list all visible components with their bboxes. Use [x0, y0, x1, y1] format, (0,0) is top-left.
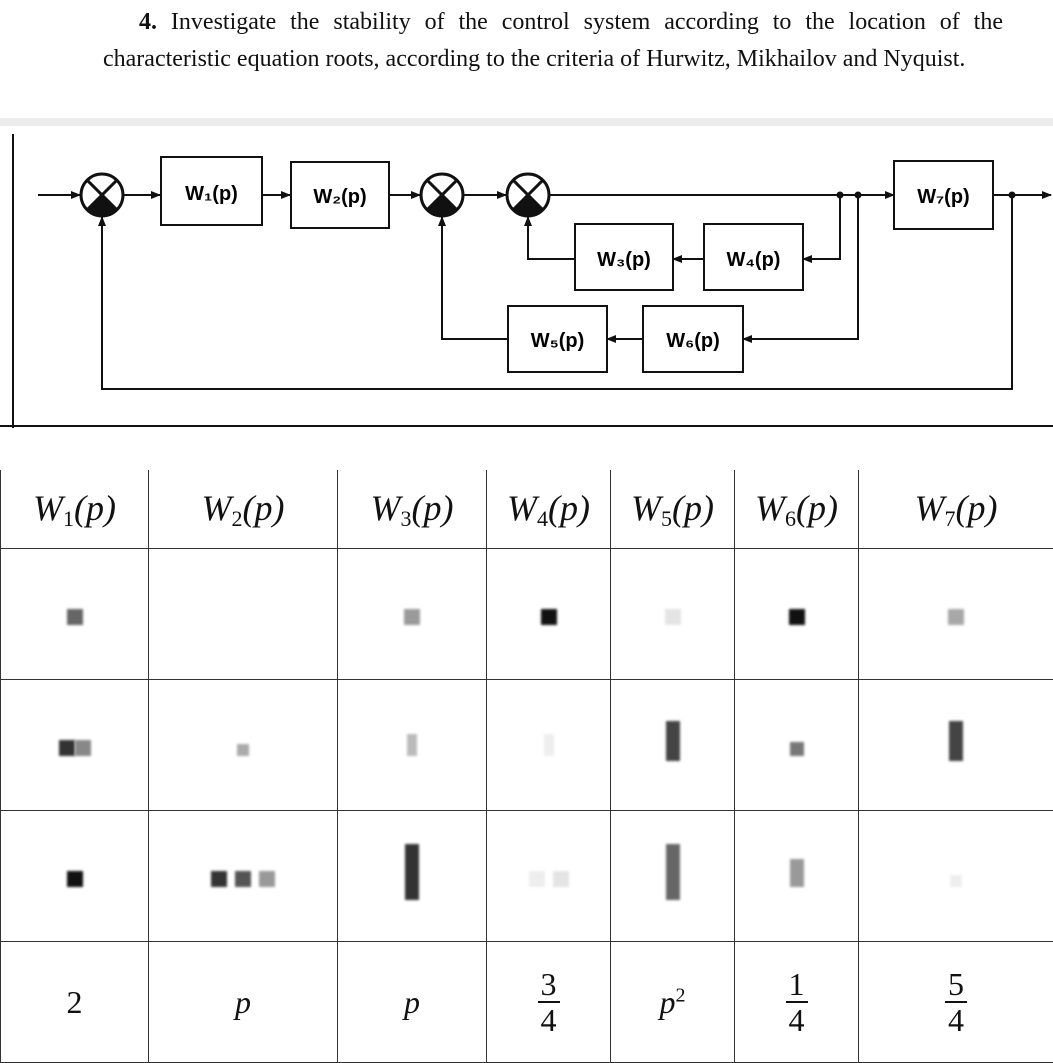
pixelated-cell	[487, 549, 611, 680]
value-w1: 2	[1, 942, 149, 1063]
block-w5: W₅(p)	[508, 306, 607, 372]
summing-junction-2	[421, 174, 463, 216]
block-w7: W₇(p)	[894, 161, 993, 229]
pixelated-cell	[1, 549, 149, 680]
pixelated-cell	[735, 811, 859, 942]
block-w4: W₄(p)	[704, 224, 803, 290]
header-w2: W2(p)	[149, 470, 338, 549]
header-w5: W5(p)	[611, 470, 735, 549]
header-w4: W4(p)	[487, 470, 611, 549]
block-w3-label: W₃(p)	[597, 249, 651, 271]
value-w2: p	[149, 942, 338, 1063]
table-row	[1, 811, 1053, 942]
scan-band	[0, 118, 1053, 126]
block-w6: W₆(p)	[643, 306, 743, 372]
pixelated-cell	[735, 549, 859, 680]
block-w4-label: W₄(p)	[727, 249, 781, 271]
block-w5-label: W₅(p)	[531, 330, 585, 352]
task-paragraph: 4. Investigate the stability of the cont…	[103, 4, 1003, 78]
table-row	[1, 680, 1053, 811]
pixelated-cell	[611, 811, 735, 942]
summing-junction-3	[507, 174, 549, 216]
parameters-table: W1(p) W2(p) W3(p) W4(p) W5(p) W6(p) W7(p…	[0, 470, 1053, 1063]
pixelated-cell	[338, 549, 487, 680]
pixelated-cell	[338, 811, 487, 942]
block-w1: W₁(p)	[161, 157, 262, 225]
pixelated-cell	[149, 549, 338, 680]
block-w3: W₃(p)	[575, 224, 673, 290]
pixelated-cell	[859, 680, 1053, 811]
pixelated-cell	[611, 680, 735, 811]
pixelated-cell	[1, 811, 149, 942]
pixelated-cell	[149, 811, 338, 942]
value-w5: p2	[611, 942, 735, 1063]
block-w6-label: W₆(p)	[666, 330, 720, 352]
pixelated-cell	[735, 680, 859, 811]
summing-junction-1	[81, 174, 123, 216]
value-w3: p	[338, 942, 487, 1063]
block-w1-label: W₁(p)	[185, 183, 238, 205]
header-w1: W1(p)	[1, 470, 149, 549]
header-w6: W6(p)	[735, 470, 859, 549]
pixelated-cell	[487, 811, 611, 942]
task-statement: 4. Investigate the stability of the cont…	[0, 0, 1053, 120]
task-number: 4.	[139, 9, 157, 35]
feedback-to-w4	[803, 195, 840, 259]
pixelated-cell	[487, 680, 611, 811]
pixelated-cell	[859, 549, 1053, 680]
block-w7-label: W₇(p)	[917, 186, 969, 208]
pixelated-cell	[611, 549, 735, 680]
block-w2-label: W₂(p)	[313, 186, 366, 208]
feedback-to-s2	[442, 217, 508, 339]
pixelated-cell	[338, 680, 487, 811]
pixelated-cell	[1, 680, 149, 811]
task-text: Investigate the stability of the control…	[103, 9, 1003, 72]
pixelated-cell	[859, 811, 1053, 942]
section-gap	[0, 428, 1053, 470]
header-w3: W3(p)	[338, 470, 487, 549]
header-w7: W7(p)	[859, 470, 1053, 549]
pixelated-cell	[149, 680, 338, 811]
block-diagram-svg: W₁(p) W₂(p) W₃(p) W₄(p) W₅(p) W₆(p) W₇(p…	[0, 126, 1053, 428]
table-row	[1, 549, 1053, 680]
block-diagram: W₁(p) W₂(p) W₃(p) W₄(p) W₅(p) W₆(p) W₇(p…	[0, 126, 1053, 428]
feedback-to-s3	[528, 217, 575, 259]
block-w2: W₂(p)	[291, 162, 389, 228]
table-header-row: W1(p) W2(p) W3(p) W4(p) W5(p) W6(p) W7(p…	[1, 470, 1053, 549]
